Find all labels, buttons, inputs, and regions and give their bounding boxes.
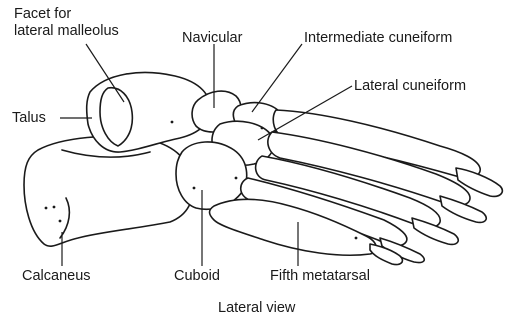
label-navicular: Navicular <box>182 30 242 47</box>
leader-intermediate-cuneiform <box>252 44 302 112</box>
label-lateral-cuneiform: Lateral cuneiform <box>354 78 466 95</box>
cuboid-bone <box>176 142 247 209</box>
calcaneus-bone <box>24 136 193 246</box>
label-talus: Talus <box>12 110 46 127</box>
label-calcaneus: Calcaneus <box>22 268 91 285</box>
caption-lateral-view: Lateral view <box>218 300 295 317</box>
label-facet-for-lateral-malleolus: Facet for lateral malleolus <box>14 6 119 40</box>
label-intermediate-cuneiform: Intermediate cuneiform <box>304 30 452 47</box>
label-fifth-metatarsal: Fifth metatarsal <box>270 268 370 285</box>
label-cuboid: Cuboid <box>174 268 220 285</box>
